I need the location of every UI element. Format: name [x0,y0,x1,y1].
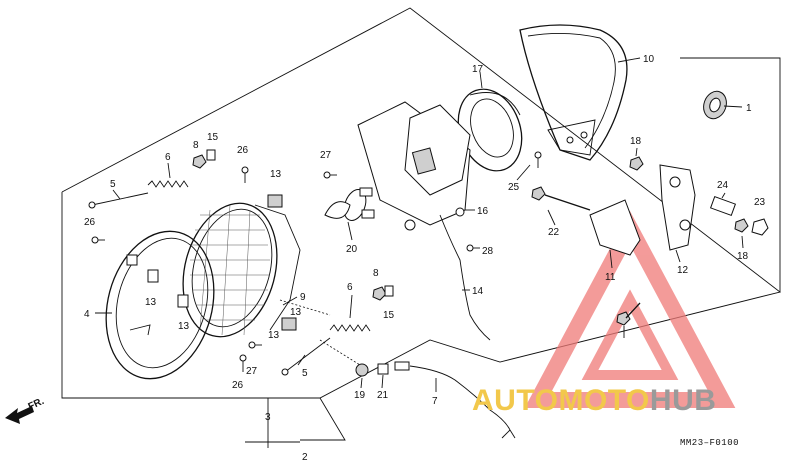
headlight-lens [182,202,301,338]
bulb [324,187,375,221]
callout-6b: 6 [347,282,353,293]
callout-26a: 26 [237,145,249,156]
callout-13d: 13 [268,330,280,341]
callout-20: 20 [346,244,358,255]
callout-13b: 13 [145,297,157,308]
hardware [88,90,769,439]
callout-12: 12 [677,265,689,276]
callout-11: 11 [605,272,616,283]
callout-5a: 5 [110,179,116,190]
headlight-bracket [357,101,471,231]
callout-26b: 26 [84,217,96,228]
callout-21: 21 [377,390,389,401]
callout-16: 16 [477,206,489,217]
callout-15a: 15 [207,132,219,143]
callout-15b: 15 [383,310,395,321]
callout-13c: 13 [178,321,190,332]
callout-3: 3 [265,412,271,423]
callout-9: 9 [300,292,306,303]
callout-14: 14 [472,286,484,297]
callout-8a: 8 [193,140,199,151]
callout-numbers: 1 2 3 4 5 5 6 6 7 8 8 9 10 11 12 13 13 1… [27,54,766,463]
callout-6a: 6 [165,152,171,163]
callout-23: 23 [754,197,766,208]
callout-26d: 27 [246,366,258,377]
callout-7: 7 [432,396,438,407]
callout-10: 10 [643,54,655,65]
callout-2: 2 [302,452,308,463]
callout-1: 1 [746,103,752,114]
callout-19: 19 [354,390,366,401]
callout-13a: 13 [270,169,282,180]
callout-22: 22 [548,227,560,238]
callout-27b: 28 [482,246,494,257]
callout-17: 17 [472,64,484,75]
reference-code: MM23–F0100 [680,438,740,448]
front-direction-arrow [5,406,34,424]
watermark-text: AUTOMOTOHUB [472,384,716,418]
callout-24: 24 [717,180,729,191]
callout-5b: 5 [302,368,308,379]
watermark-text-a: AUTOMOTO [472,384,650,417]
assembly-boundary [61,7,782,448]
headlight-case [519,24,628,161]
callout-8b: 8 [373,268,379,279]
callout-13e: 13 [290,307,302,318]
callout-25: 25 [508,182,520,193]
watermark-text-b: HUB [649,384,717,417]
callout-leaders [95,57,744,443]
callout-26c: 26 [232,380,244,391]
callout-4: 4 [84,309,90,320]
headlight-rim [105,230,215,380]
callout-27a: 27 [320,150,332,161]
direction-label: FR. [27,396,46,413]
watermark-triangle [524,211,736,408]
callout-18b: 18 [737,251,749,262]
callout-18a: 18 [630,136,642,147]
